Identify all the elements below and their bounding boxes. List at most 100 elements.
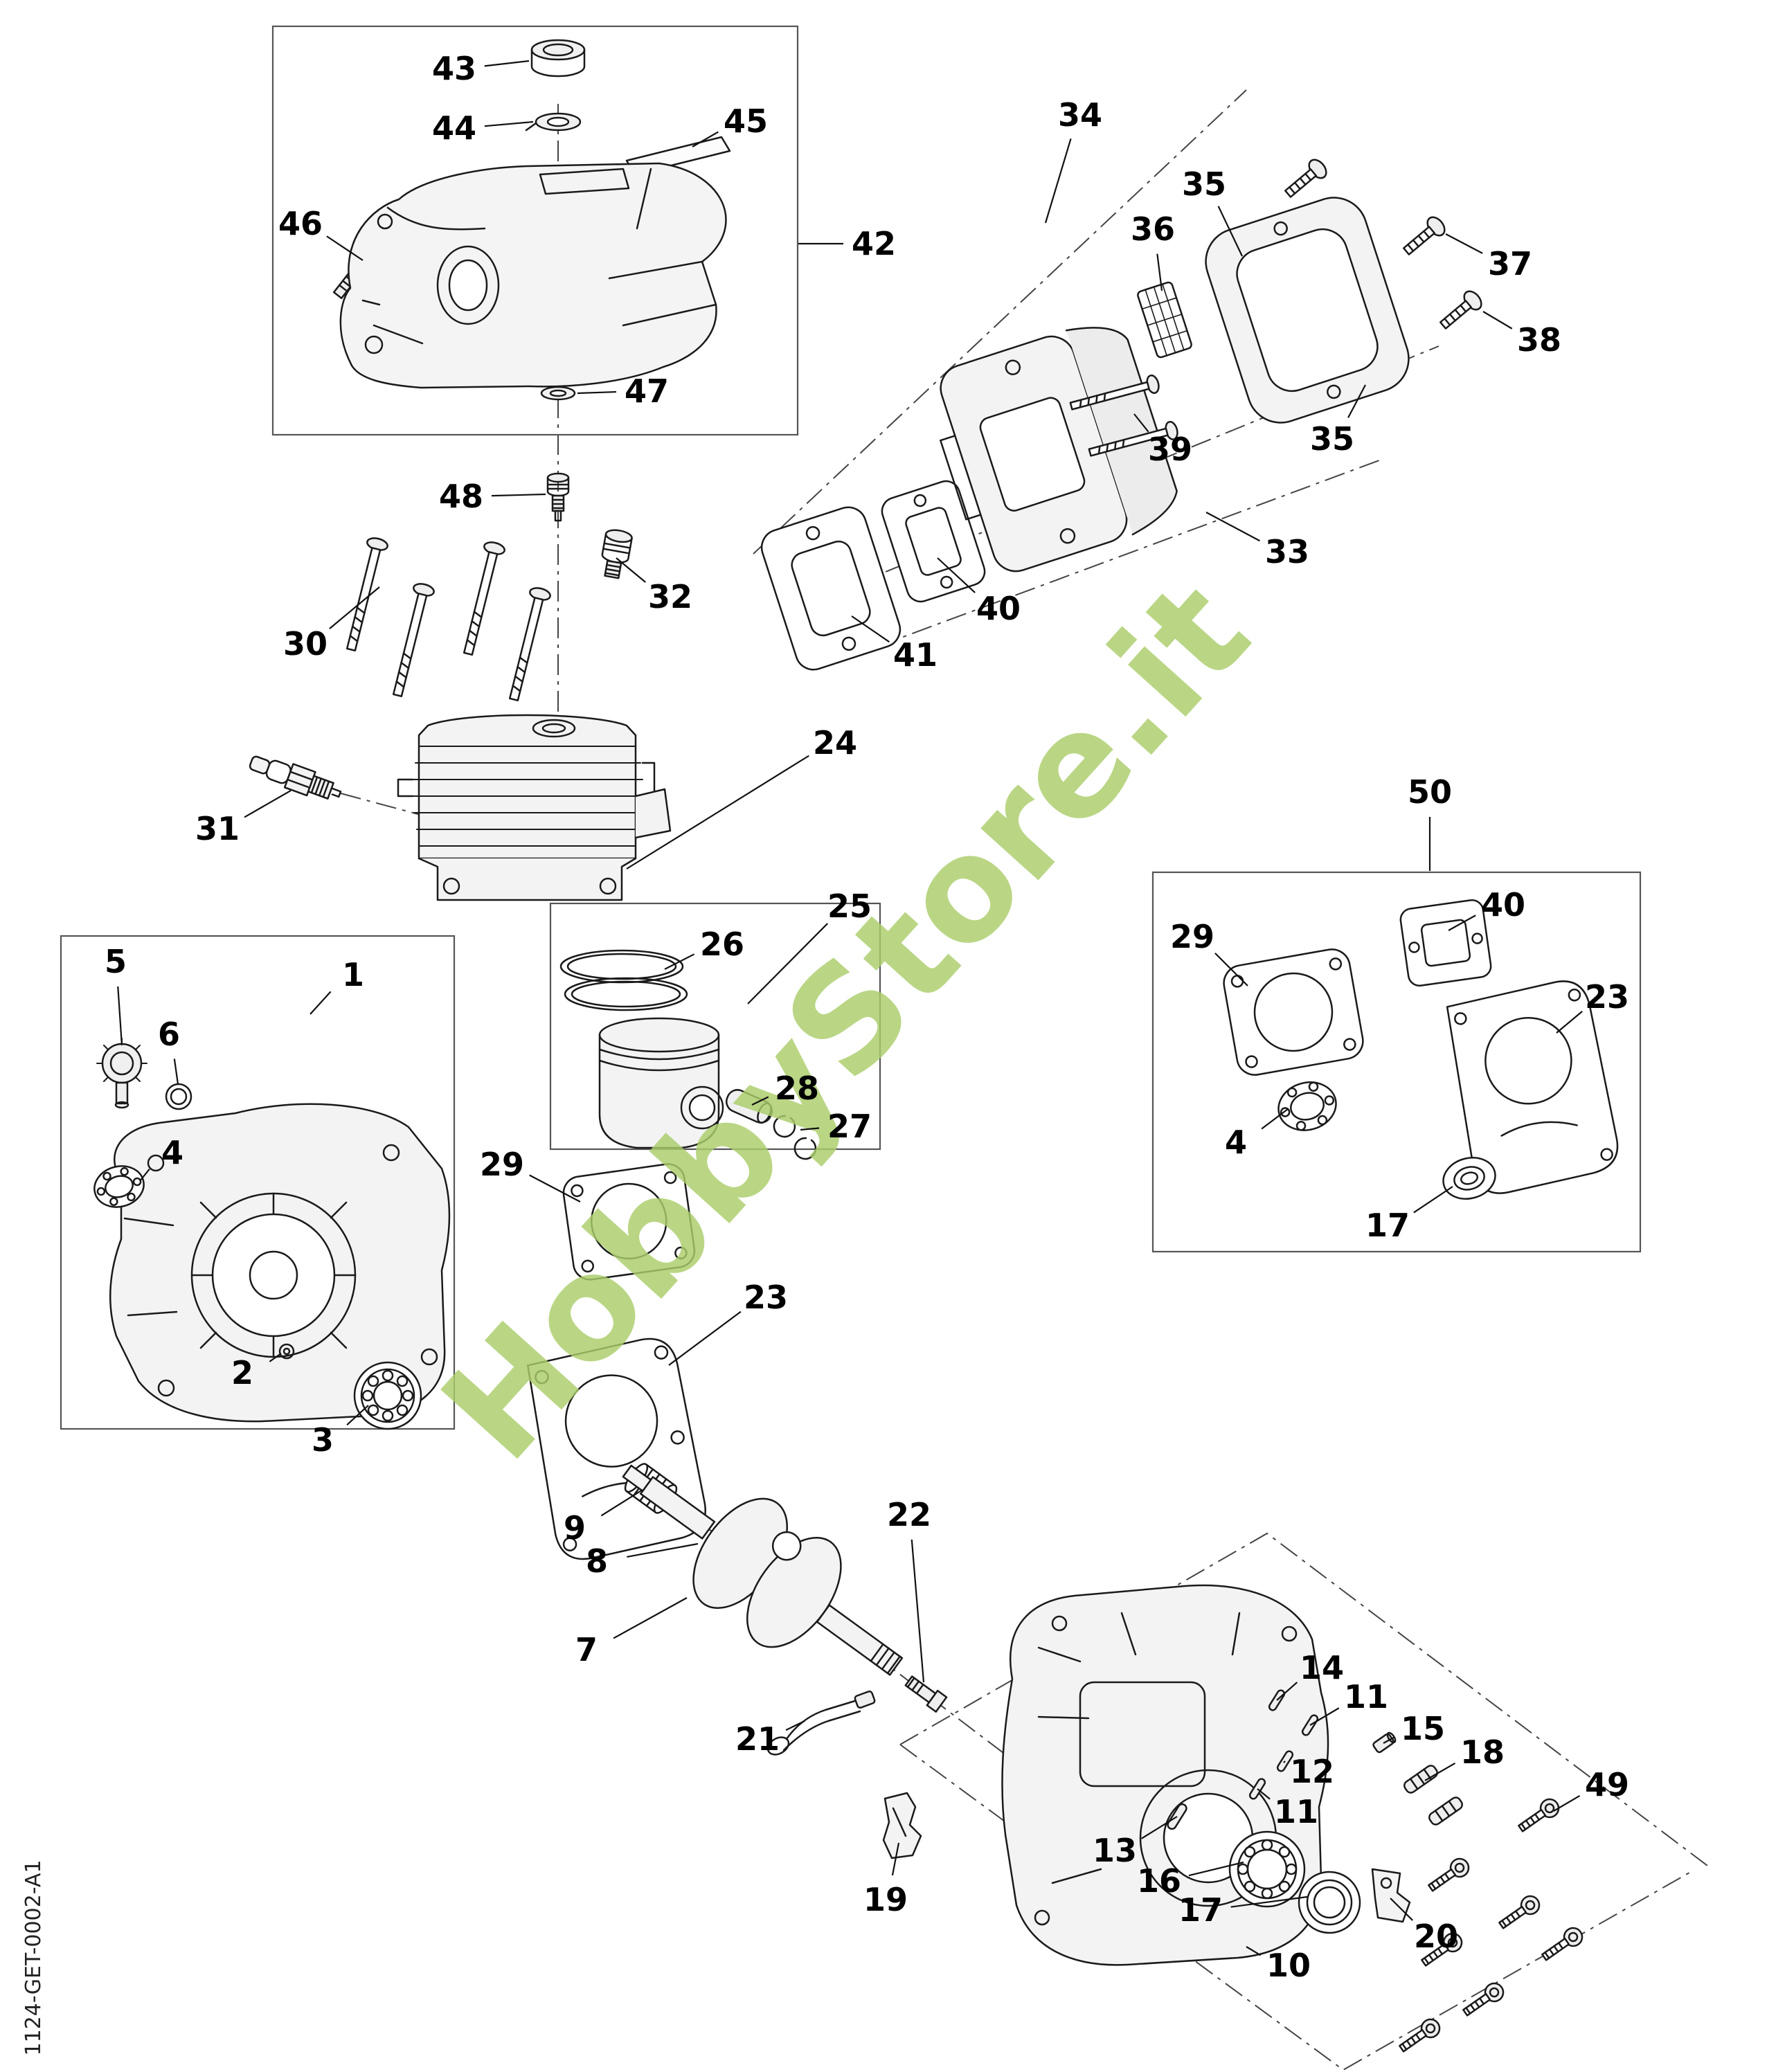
callout-35-cover: 35 bbox=[1310, 420, 1354, 458]
callout-26: 26 bbox=[700, 926, 744, 963]
part-screw-22 bbox=[904, 1675, 948, 1713]
callout-leader-17-bottom bbox=[1230, 1895, 1308, 1908]
callout-leader-36 bbox=[1156, 253, 1163, 291]
part-muffler-gasket-41 bbox=[760, 506, 902, 671]
part-chain-catcher bbox=[882, 1792, 922, 1859]
watermark: HobbyStore.it bbox=[411, 551, 1281, 1490]
callout-22: 22 bbox=[887, 1496, 931, 1533]
box-crankcase-group bbox=[60, 935, 456, 1430]
part-cylinder-screws-30 bbox=[346, 537, 551, 702]
callout-20: 20 bbox=[1414, 1918, 1458, 1955]
callout-leader-23-right bbox=[1556, 1011, 1583, 1034]
callout-24: 24 bbox=[813, 724, 857, 762]
part-plug-32 bbox=[601, 529, 633, 579]
callout-leader-30 bbox=[329, 586, 380, 629]
callout-leader-39 bbox=[1133, 413, 1149, 433]
part-screw-35 bbox=[1284, 159, 1327, 198]
part-crankcase-right bbox=[1001, 1584, 1329, 1966]
callout-leader-35-top bbox=[1217, 206, 1243, 257]
callout-40-right: 40 bbox=[1481, 886, 1525, 924]
callout-leader-22 bbox=[911, 1539, 925, 1683]
callout-23-right: 23 bbox=[1585, 978, 1629, 1016]
callout-19: 19 bbox=[863, 1881, 908, 1918]
box-engine-cover-group bbox=[271, 25, 799, 436]
callout-leader-28 bbox=[751, 1096, 769, 1106]
callout-leader-24 bbox=[626, 755, 809, 870]
callout-36: 36 bbox=[1131, 210, 1175, 248]
callout-31: 31 bbox=[195, 810, 240, 847]
part-screw-38 bbox=[1439, 290, 1482, 330]
part-bearing-16 bbox=[1228, 1830, 1306, 1908]
callout-27: 27 bbox=[827, 1108, 872, 1145]
part-bearing-4-right bbox=[1277, 1081, 1337, 1131]
callout-leader-13 bbox=[1141, 1816, 1178, 1839]
callout-28: 28 bbox=[775, 1070, 819, 1107]
callout-3: 3 bbox=[312, 1421, 334, 1459]
callout-leader-45 bbox=[692, 131, 719, 147]
callout-leader-37 bbox=[1445, 233, 1483, 254]
part-gasket-29-right bbox=[1223, 948, 1364, 1076]
callout-leader-2 bbox=[269, 1353, 282, 1362]
callout-37: 37 bbox=[1488, 245, 1532, 282]
part-exhaust-gasket-40 bbox=[881, 480, 986, 603]
callout-42: 42 bbox=[852, 225, 896, 262]
callout-leader-49 bbox=[1553, 1794, 1581, 1812]
callout-48: 48 bbox=[439, 478, 483, 515]
callout-leader-41 bbox=[851, 615, 890, 643]
callout-5: 5 bbox=[105, 943, 127, 980]
callout-47: 47 bbox=[625, 372, 669, 410]
callout-leader-20 bbox=[1390, 1898, 1413, 1921]
part-muffler-body bbox=[940, 327, 1178, 573]
callout-leader-11-upper bbox=[1309, 1707, 1340, 1726]
callout-leader-26 bbox=[664, 953, 695, 970]
callout-leader-43 bbox=[484, 60, 530, 67]
part-gasket-40-right bbox=[1399, 899, 1492, 987]
callout-44: 44 bbox=[432, 109, 476, 147]
callout-9: 9 bbox=[564, 1509, 586, 1547]
part-engine-cover bbox=[339, 162, 727, 389]
callout-49: 49 bbox=[1585, 1766, 1629, 1803]
part-worm-gear bbox=[165, 1083, 192, 1110]
callout-43: 43 bbox=[432, 50, 476, 87]
callout-13: 13 bbox=[1093, 1832, 1137, 1869]
callout-leader-31 bbox=[244, 790, 291, 818]
callout-leader-40-muffler bbox=[937, 557, 976, 593]
part-spring-pin-18b bbox=[1428, 1796, 1463, 1826]
callout-leader-38 bbox=[1482, 311, 1513, 330]
part-cylinder bbox=[397, 714, 672, 901]
callout-leader-4-right bbox=[1261, 1108, 1289, 1130]
callout-leader-14 bbox=[1276, 1682, 1298, 1701]
callout-leader-11-lower bbox=[1257, 1788, 1271, 1800]
callout-1: 1 bbox=[342, 956, 364, 993]
callout-leader-21 bbox=[785, 1720, 805, 1731]
part-oil-pump bbox=[96, 1038, 147, 1109]
part-bearing-4-left bbox=[93, 1165, 145, 1208]
part-plug-2 bbox=[278, 1343, 295, 1360]
part-circlips-27 bbox=[773, 1115, 817, 1160]
part-piston bbox=[598, 1017, 724, 1149]
callout-11-upper: 11 bbox=[1344, 1678, 1388, 1715]
callout-21: 21 bbox=[735, 1720, 780, 1758]
callout-leader-29-left bbox=[529, 1174, 581, 1202]
part-bolt-39a bbox=[1069, 375, 1160, 411]
callout-11-lower: 11 bbox=[1274, 1793, 1318, 1830]
callout-leader-32 bbox=[616, 557, 646, 583]
callout-leader-48 bbox=[491, 493, 546, 497]
callout-leader-27 bbox=[800, 1127, 820, 1131]
callout-6: 6 bbox=[158, 1016, 180, 1053]
callout-leader-33 bbox=[1205, 512, 1260, 542]
callout-leader-1 bbox=[310, 991, 332, 1015]
callout-leader-18 bbox=[1424, 1762, 1456, 1781]
callout-14: 14 bbox=[1300, 1649, 1344, 1686]
part-washer-47 bbox=[540, 386, 576, 401]
part-screws-49 bbox=[1399, 1798, 1584, 2053]
part-seal-17-bottom bbox=[1298, 1871, 1361, 1934]
callout-leader-9 bbox=[600, 1489, 643, 1517]
callout-35-top: 35 bbox=[1182, 165, 1226, 203]
callout-17-right: 17 bbox=[1365, 1207, 1410, 1244]
part-oil-line bbox=[766, 1690, 876, 1756]
callout-7: 7 bbox=[575, 1631, 598, 1668]
